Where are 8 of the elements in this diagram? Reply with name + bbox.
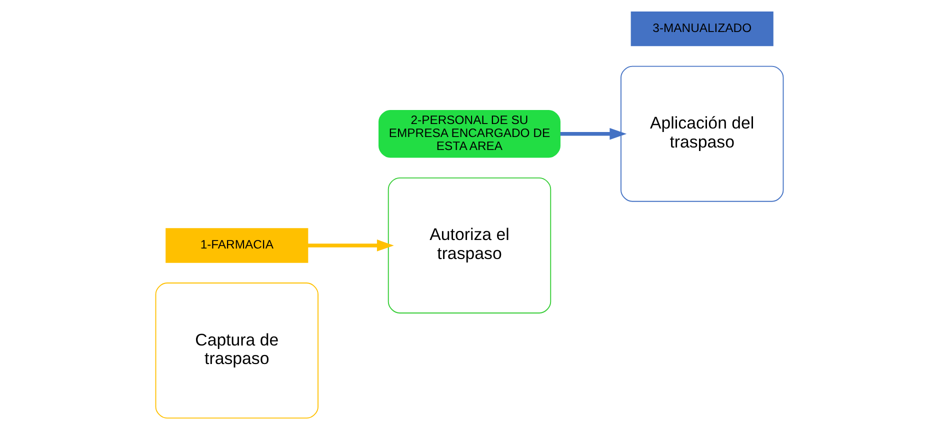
arrow (560, 128, 626, 140)
node-box: 1-FARMACIA (165, 228, 308, 263)
node-box: 2-PERSONAL DE SU EMPRESA ENCARGADO DE ESTA AREA (378, 110, 560, 158)
node-box: Captura de traspaso (154, 282, 318, 419)
node-box: 3-MANUALIZADO (630, 11, 773, 46)
node-box: Aplicación del traspaso (620, 66, 784, 202)
node-box: Autoriza el traspaso (387, 177, 551, 314)
arrow (308, 240, 394, 252)
